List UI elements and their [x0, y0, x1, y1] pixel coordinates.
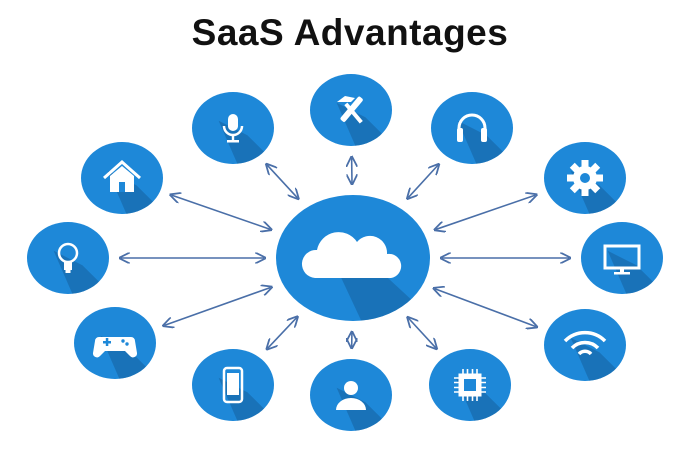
user-icon [336, 381, 366, 410]
smartphone-icon [222, 366, 244, 404]
diagram-title: SaaS Advantages [191, 12, 509, 53]
satellite-node-microphone [192, 92, 274, 164]
satellite-node-gamepad [74, 307, 156, 379]
chip-icon [454, 369, 486, 401]
wifi-icon [563, 330, 607, 356]
center-cloud-node [276, 195, 430, 321]
gamepad-icon [92, 337, 138, 358]
satellite-node-monitor [581, 222, 663, 294]
satellite-node-tools [310, 74, 392, 146]
lightbulb-icon [57, 242, 79, 273]
satellite-node-headphones [431, 92, 513, 164]
satellite-node-chip [429, 349, 511, 421]
double-arrow [435, 289, 536, 327]
double-arrow [172, 195, 271, 229]
double-arrow [267, 165, 297, 198]
satellite-node-smartphone [192, 349, 274, 421]
gear-icon [567, 160, 603, 196]
satellite-node-lightbulb [27, 222, 109, 294]
satellite-node-user [310, 359, 392, 431]
double-arrow [436, 195, 536, 229]
double-arrow [408, 318, 435, 348]
microphone-icon [222, 114, 244, 143]
satellite-node-wifi [544, 309, 626, 381]
monitor-icon [603, 244, 641, 275]
cloud-icon [301, 232, 402, 278]
double-arrow [408, 165, 438, 198]
double-arrow [164, 287, 270, 325]
satellite-node-gear [544, 142, 626, 214]
tools-icon [337, 96, 363, 124]
home-icon [103, 159, 141, 192]
double-arrow [268, 318, 297, 349]
headphones-icon [457, 113, 487, 142]
satellite-node-home [81, 142, 163, 214]
